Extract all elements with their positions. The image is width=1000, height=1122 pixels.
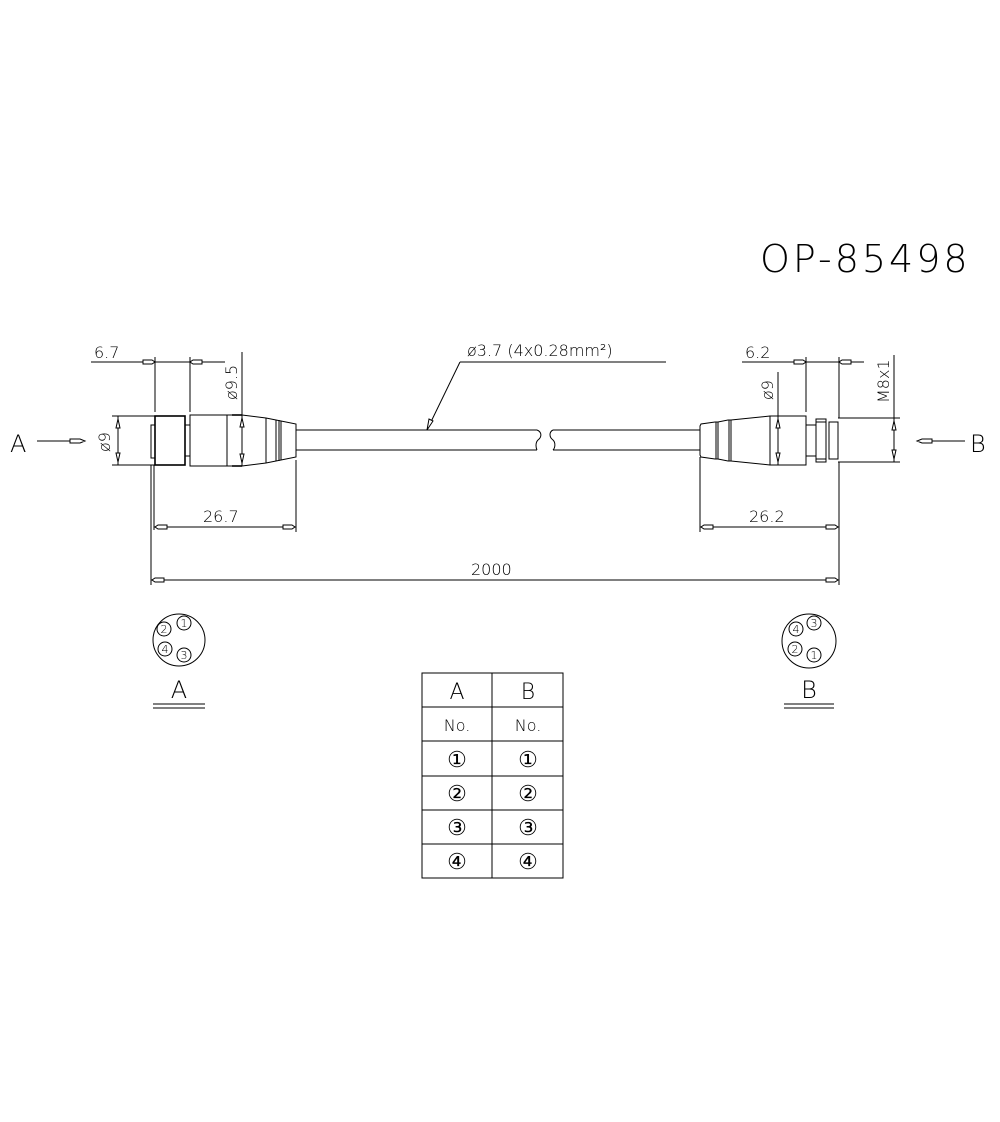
table-subheader-a: No. — [444, 716, 471, 735]
pin-view-a-label: A — [171, 676, 187, 704]
dimension-right-thread — [838, 355, 900, 463]
connector-b — [699, 415, 839, 466]
dimension-left-nut-dia — [112, 415, 155, 466]
dim-right-connector-length: 26.2 — [749, 507, 785, 526]
table-header-a: A — [449, 680, 464, 705]
end-label-a: A — [10, 430, 26, 458]
connector-a — [150, 414, 297, 467]
dimension-left-body-dia — [239, 352, 245, 466]
pin-view-a: 1 2 4 3 — [152, 613, 206, 667]
end-label-b: B — [970, 430, 986, 458]
dim-right-thread: M8x1 — [874, 359, 893, 403]
dimension-right-body-dia — [775, 372, 781, 465]
pin-view-b-label: B — [801, 676, 817, 704]
cable-leader-arrow — [426, 418, 434, 431]
svg-text:1: 1 — [181, 617, 188, 630]
dimension-right-connector-length — [700, 524, 839, 530]
dimension-right-nut — [742, 357, 864, 418]
dim-right-body-diameter: ø9 — [758, 380, 777, 400]
table-header-b: B — [521, 680, 535, 705]
table-row-3-b: ③ — [518, 816, 538, 841]
wiring-table: A B No. No. ① ① ② ② ③ ③ ④ ④ — [421, 672, 564, 879]
dim-left-nut-length: 6.7 — [94, 343, 119, 362]
dim-left-connector-length: 26.7 — [203, 507, 239, 526]
arrow-a-head — [69, 438, 87, 444]
svg-text:2: 2 — [161, 623, 168, 636]
svg-text:4: 4 — [793, 623, 800, 636]
pin-view-b: 3 4 2 1 — [781, 613, 837, 669]
svg-text:2: 2 — [792, 643, 799, 656]
svg-text:3: 3 — [811, 617, 818, 630]
table-row-2-b: ② — [518, 782, 538, 807]
svg-text:4: 4 — [162, 643, 169, 656]
dim-left-nut-diameter: ø9 — [95, 432, 114, 452]
cable-spec-label: ø3.7 (4x0.28mm²) — [467, 341, 613, 360]
table-row-2-a: ② — [447, 782, 467, 807]
table-subheader-b: No. — [515, 716, 542, 735]
dimension-left-connector-length — [154, 524, 296, 530]
table-row-3-a: ③ — [447, 816, 467, 841]
cable-leader-line — [426, 361, 461, 431]
dim-right-nut-length: 6.2 — [745, 343, 770, 362]
dimension-total-length — [151, 577, 839, 583]
arrow-b-head — [915, 438, 933, 444]
part-number-title: OP-85498 — [760, 237, 971, 281]
dim-left-body-diameter: ø9.5 — [222, 365, 241, 400]
table-row-4-a: ④ — [447, 850, 467, 875]
table-row-1-b: ① — [518, 748, 538, 773]
cable — [296, 429, 700, 451]
svg-text:3: 3 — [181, 649, 188, 662]
dim-total-length: 2000 — [471, 560, 512, 579]
table-row-4-b: ④ — [518, 850, 538, 875]
dimension-left-nut — [91, 357, 225, 412]
svg-text:1: 1 — [811, 649, 818, 662]
table-row-1-a: ① — [447, 748, 467, 773]
